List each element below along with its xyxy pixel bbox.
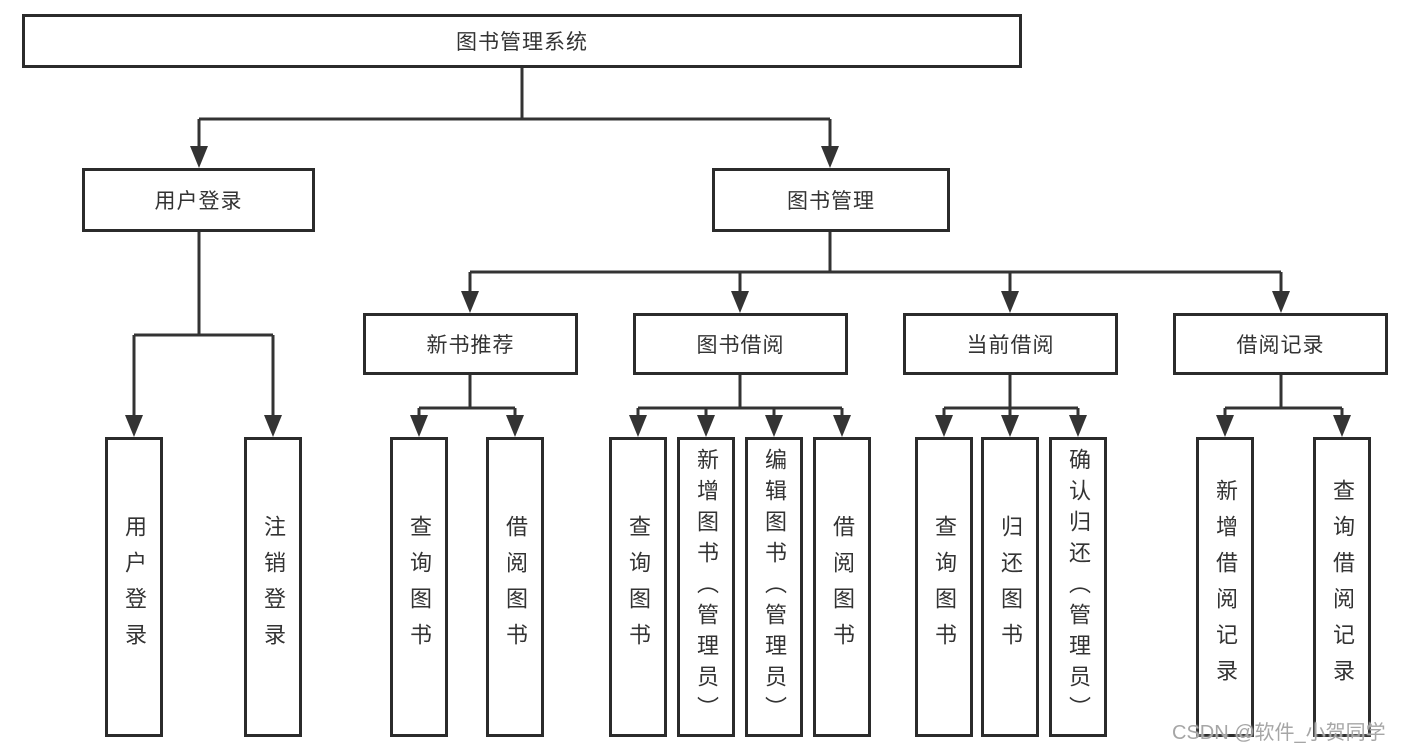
node-root: 图书管理系统 — [22, 14, 1022, 68]
leaf-current-search-books: 查询图书 — [915, 437, 973, 737]
leaf-label: 借阅图书 — [830, 515, 855, 659]
node-new-book-recommend: 新书推荐 — [363, 313, 578, 375]
leaf-label: 用户登录 — [122, 515, 147, 659]
leaf-label: 借阅图书 — [503, 515, 528, 659]
leaf-label: 新增图书（管理员） — [694, 447, 719, 727]
leaf-label: 查询图书 — [626, 515, 651, 659]
leaf-label: 查询图书 — [932, 515, 957, 659]
watermark: CSDN @软件_小贺同学 — [1172, 722, 1386, 744]
leaf-label: 归还图书 — [998, 515, 1023, 659]
leaf-label: 注销登录 — [261, 515, 286, 659]
node-book-management: 图书管理 — [712, 168, 950, 232]
leaf-records-add-record: 新增借阅记录 — [1196, 437, 1254, 737]
connector-records-children — [1216, 375, 1351, 437]
leaf-label: 查询借阅记录 — [1330, 479, 1355, 695]
leaf-records-search-record: 查询借阅记录 — [1313, 437, 1371, 737]
leaf-label: 编辑图书（管理员） — [762, 447, 787, 727]
connector-user-login-children — [125, 232, 282, 437]
leaf-current-confirm-return-admin: 确认归还（管理员） — [1049, 437, 1107, 737]
leaf-label: 查询图书 — [407, 515, 432, 659]
leaf-recommend-borrow-books: 借阅图书 — [486, 437, 544, 737]
node-user-login: 用户登录 — [82, 168, 315, 232]
leaf-borrow-add-books-admin: 新增图书（管理员） — [677, 437, 735, 737]
connector-borrowing-children — [629, 375, 851, 437]
connector-recommend-children — [410, 375, 524, 437]
leaf-label: 新增借阅记录 — [1213, 479, 1238, 695]
leaf-logout: 注销登录 — [244, 437, 302, 737]
leaf-borrow-edit-books-admin: 编辑图书（管理员） — [745, 437, 803, 737]
leaf-borrow-borrow-books: 借阅图书 — [813, 437, 871, 737]
leaf-recommend-search-books: 查询图书 — [390, 437, 448, 737]
leaf-borrow-search-books: 查询图书 — [609, 437, 667, 737]
leaf-label: 确认归还（管理员） — [1066, 447, 1091, 727]
connector-root-to-level2 — [190, 66, 839, 168]
leaf-current-return-books: 归还图书 — [981, 437, 1039, 737]
leaf-user-login: 用户登录 — [105, 437, 163, 737]
node-current-borrowing: 当前借阅 — [903, 313, 1118, 375]
node-borrowing-records: 借阅记录 — [1173, 313, 1388, 375]
connector-current-children — [935, 375, 1087, 437]
node-book-borrowing: 图书借阅 — [633, 313, 848, 375]
connector-book-management-children — [461, 232, 1290, 313]
